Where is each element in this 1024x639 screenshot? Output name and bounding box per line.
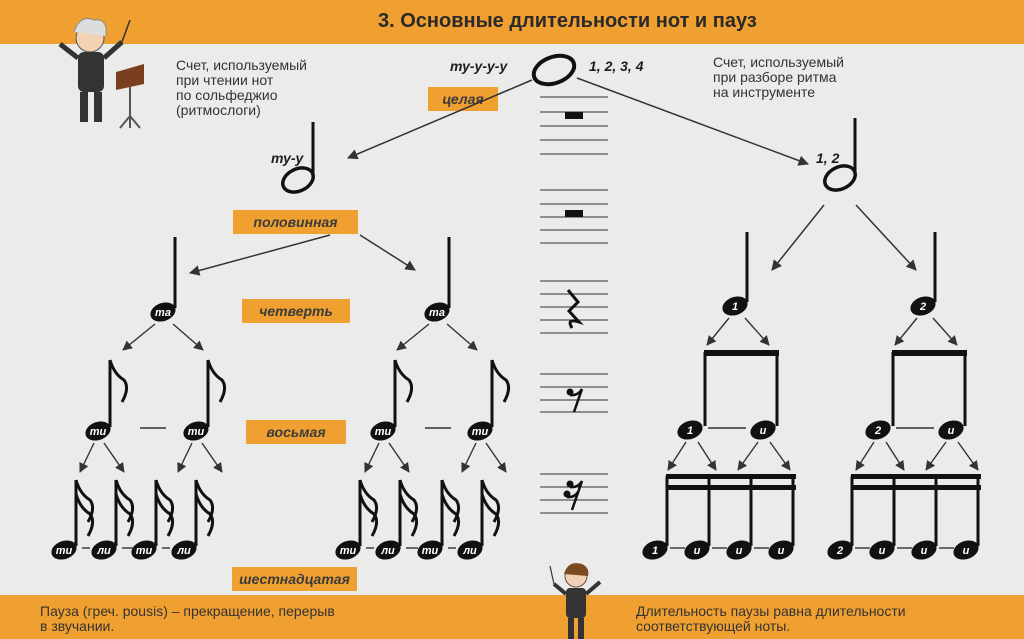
conductor-boy-picture — [549, 563, 602, 639]
right-caption-line: при разборе ритма — [713, 69, 837, 85]
note-label: ти — [375, 426, 392, 438]
sixteenth-note-count: 2 — [827, 540, 853, 560]
note-label: 2 — [919, 301, 926, 313]
bottom-right-line: Длительность паузы равна длительности — [636, 603, 906, 619]
note-label: и — [879, 545, 886, 557]
sixteenth-note-count: и — [684, 540, 710, 560]
eighth-note-count: 1 — [677, 420, 703, 440]
bottom-right-note: Длительность паузы равна длительности со… — [636, 604, 906, 634]
bottom-left-line: Пауза (греч. pousis) – прекращение, пере… — [40, 603, 335, 619]
quarter-note-count: 1 — [722, 296, 748, 316]
title-bar — [0, 0, 1024, 44]
note-label: и — [736, 545, 743, 557]
left-caption: Счет, используемый при чтении нот по сол… — [176, 58, 307, 118]
note-label: ти — [90, 426, 107, 438]
rest-half — [540, 189, 608, 244]
rest-eighth — [540, 373, 608, 413]
note-label: и — [760, 425, 767, 437]
note-label: и — [963, 545, 970, 557]
note-label: ти — [188, 426, 205, 438]
quarter-note: та — [424, 302, 450, 322]
left-caption-line: (ритмослоги) — [176, 102, 261, 118]
sixteenth-note: ли — [91, 540, 117, 560]
sixteenth-note-count: 1 — [642, 540, 668, 560]
eighth-note: ти — [183, 421, 209, 441]
note-label: 1 — [732, 301, 738, 313]
eighth-note-count: 2 — [865, 420, 891, 440]
bottom-left-note: Пауза (греч. pousis) – прекращение, пере… — [40, 604, 335, 634]
sixteenth-note: ли — [457, 540, 483, 560]
note-label: ти — [340, 545, 357, 557]
right-caption: Счет, используемый при разборе ритма на … — [713, 55, 844, 100]
note-label: и — [778, 545, 785, 557]
note-label: 2 — [874, 425, 881, 437]
label-sixteenth: шестнадцатая — [232, 567, 357, 591]
bottom-left-line: в звучании. — [40, 618, 115, 634]
sixteenth-note: ти — [131, 540, 157, 560]
left-caption-line: при чтении нот — [176, 72, 274, 88]
note-label: и — [948, 425, 955, 437]
note-label: ли — [96, 545, 111, 557]
sixteenth-note: ти — [417, 540, 443, 560]
half-note-right — [823, 118, 857, 192]
rest-sixteenth — [540, 473, 608, 514]
whole-note — [531, 53, 577, 87]
syllable-whole: ту-у-у-у — [450, 58, 508, 74]
eighth-note-count: и — [750, 420, 776, 440]
note-label: ти — [56, 545, 73, 557]
note-label: ти — [472, 426, 489, 438]
rest-whole — [540, 96, 608, 155]
note-label: та — [429, 307, 445, 319]
sixteenth-note-count: и — [768, 540, 794, 560]
bottom-right-line: соответствующей ноты. — [636, 618, 791, 634]
eighth-note: ти — [370, 421, 396, 441]
right-caption-line: на инструменте — [713, 84, 816, 100]
note-label: ли — [462, 545, 477, 557]
label-eighth: восьмая — [246, 420, 346, 444]
eighth-note: ти — [85, 421, 111, 441]
note-label: 2 — [836, 545, 843, 557]
conductor-old-picture — [58, 18, 144, 129]
quarter-note: та — [150, 302, 176, 322]
sixteenth-note-count: и — [953, 540, 979, 560]
note-label: ти — [422, 545, 439, 557]
sixteenth-note: ли — [171, 540, 197, 560]
sixteenth-note: ти — [335, 540, 361, 560]
sixteenth-note: ти — [51, 540, 77, 560]
note-label: та — [155, 307, 171, 319]
eighth-note: ти — [467, 421, 493, 441]
left-caption-line: по сольфеджио — [176, 87, 278, 103]
label-half: половинная — [233, 210, 358, 234]
note-label: и — [921, 545, 928, 557]
syllable-half: ту-у — [271, 150, 304, 166]
right-caption-line: Счет, используемый — [713, 54, 844, 70]
eighth-note-count: и — [938, 420, 964, 440]
quarter-note-count: 2 — [910, 296, 936, 316]
note-label: 1 — [687, 425, 693, 437]
half-note-left — [281, 122, 315, 194]
count-half: 1, 2 — [816, 150, 840, 166]
note-label: ти — [136, 545, 153, 557]
left-caption-line: Счет, используемый — [176, 57, 307, 73]
sixteenth-note-count: и — [726, 540, 752, 560]
note-label: ли — [176, 545, 191, 557]
count-whole: 1, 2, 3, 4 — [589, 58, 644, 74]
sixteenth-note-count: и — [869, 540, 895, 560]
note-label: и — [694, 545, 701, 557]
note-label: 1 — [652, 545, 658, 557]
rest-quarter — [540, 280, 608, 334]
page-title: 3. Основные длительности нот и пауз — [378, 10, 757, 32]
sixteenth-note-count: и — [911, 540, 937, 560]
note-label: ли — [380, 545, 395, 557]
sixteenth-note: ли — [375, 540, 401, 560]
label-quarter: четверть — [242, 299, 350, 323]
footer-bar — [0, 595, 1024, 639]
